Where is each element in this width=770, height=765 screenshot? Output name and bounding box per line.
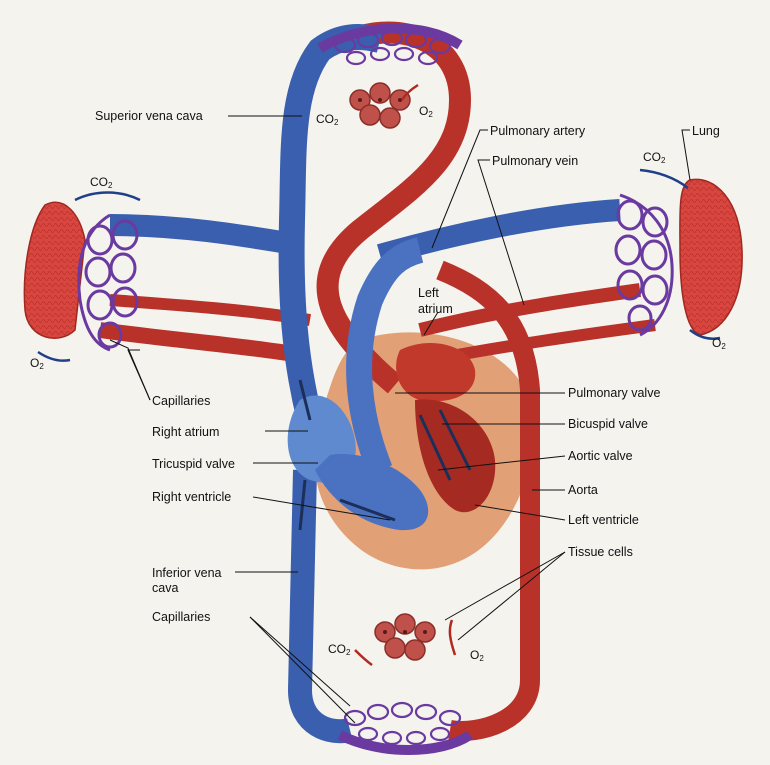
gas-arrows (37, 168, 721, 362)
label-aorta: Aorta (568, 483, 598, 497)
label-superior-vena-cava: Superior vena cava (95, 109, 203, 123)
lower-tissue-cells (374, 613, 436, 661)
tissue-gas-arrows (354, 83, 457, 667)
gas-o2-lower: O2 (470, 648, 484, 663)
pulmonary-vein-right-upper (418, 283, 641, 337)
label-lung: Lung (692, 124, 720, 138)
gas-o2-upper: O2 (419, 104, 433, 119)
label-pulmonary-valve: Pulmonary valve (568, 386, 661, 400)
lower-capillary-bed (337, 701, 473, 755)
gas-co2-left-lung: CO2 (90, 175, 113, 190)
pulmonary-vein-left-lower (98, 322, 302, 363)
aorta-descending (436, 260, 540, 741)
upper-tissue-cells (349, 82, 411, 129)
label-right-atrium: Right atrium (152, 425, 220, 439)
left-lung (23, 201, 86, 339)
left-ventricle-chamber (415, 399, 496, 513)
right-lung (679, 178, 743, 336)
label-tricuspid-valve: Tricuspid valve (152, 457, 235, 471)
label-right-ventricle: Right ventricle (152, 490, 232, 504)
label-tissue-cells: Tissue cells (568, 545, 633, 559)
gas-co2-right-lung: CO2 (643, 150, 666, 165)
label-aortic-valve: Aortic valve (568, 449, 633, 463)
label-capillaries-lung: Capillaries (152, 394, 211, 408)
left-atrium-chamber (396, 342, 476, 402)
gas-co2-lower: CO2 (328, 642, 351, 657)
pulmonary-trunk (346, 237, 424, 475)
label-left-ventricle: Left ventricle (568, 513, 639, 527)
label-pulmonary-artery: Pulmonary artery (490, 124, 586, 138)
label-inferior-vena-cava-line1: Inferior vena (152, 566, 222, 580)
right-ventricle-chamber (315, 454, 429, 531)
label-inferior-vena-cava-line2: cava (152, 581, 179, 595)
gas-o2-right-lung: O2 (712, 336, 726, 351)
label-left-atrium-line2: atrium (418, 302, 453, 316)
right-lung-capillaries (614, 193, 674, 337)
label-left-atrium-line1: Left (418, 286, 439, 300)
label-bicuspid-valve: Bicuspid valve (568, 417, 648, 431)
gas-o2-left-lung: O2 (30, 356, 44, 371)
label-pulmonary-vein: Pulmonary vein (492, 154, 579, 168)
left-lung-capillaries (77, 213, 139, 352)
gas-co2-upper: CO2 (316, 112, 339, 127)
label-capillaries-body: Capillaries (152, 610, 211, 624)
upper-capillary-bed (317, 23, 463, 66)
leader-lines (109, 115, 691, 724)
